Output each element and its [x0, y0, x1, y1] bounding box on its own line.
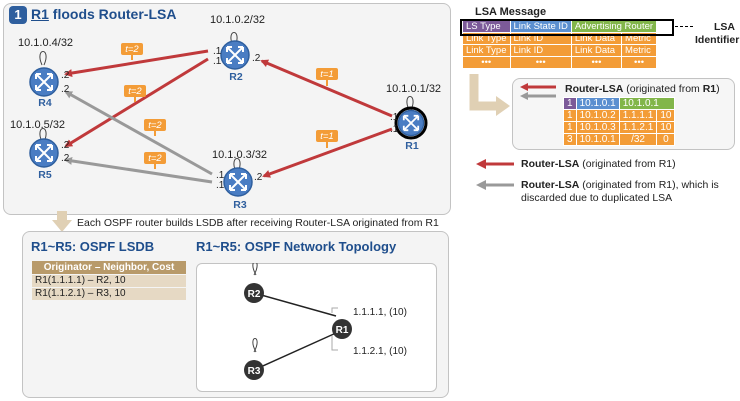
arrow-r3-r5 — [64, 156, 213, 184]
lsa-link-row: ••• ••• ••• ••• — [462, 56, 658, 69]
timer-tags — [121, 43, 338, 169]
topo-node-r2 — [244, 283, 264, 303]
lsa-identifier-label: LSA Identifier — [695, 21, 740, 46]
router-icon-r5 — [29, 138, 59, 168]
lsdb-table: Originator – Neighbor, Cost R1(1.1.1.1) … — [32, 261, 186, 300]
topo-label-r1: R1 — [336, 325, 349, 336]
port-r4-b: .2 — [61, 84, 70, 95]
title-text: floods Router-LSA — [52, 6, 177, 22]
title-router: R1 — [31, 6, 49, 22]
lsa-header-adv-router: Advertising Router — [570, 20, 658, 33]
legend-gray-arrow — [476, 180, 514, 190]
lsdb-row: R1(1.1.1.1) – R2, 10 — [32, 275, 186, 287]
addr-r5: 10.1.0.5/32 — [10, 119, 65, 131]
router-icon-r3 — [223, 167, 253, 197]
port-r3-a: .1 — [216, 170, 225, 181]
name-r3: R3 — [233, 199, 247, 211]
topo-link-2: 1.1.2.1, (10) — [353, 346, 407, 357]
flow-arrow-down — [52, 211, 72, 232]
lsa-header-row: LS Type Link State ID Advertising Router — [462, 20, 658, 33]
port-r2-c: .2 — [252, 53, 261, 64]
flooding-diagram: t=2 t=2 t=2 t=2 t=1 t=1 10.1.0.2/32 10.1… — [10, 14, 441, 211]
arrow-r2-r5 — [64, 57, 209, 148]
port-r2-a: .1 — [213, 46, 222, 57]
addr-r2: 10.1.0.2/32 — [210, 14, 265, 26]
timer-r1-r2: t=1 — [320, 69, 333, 80]
topology-box — [196, 263, 437, 392]
router-lsa-box-arrows — [520, 83, 556, 100]
port-r5-b: .2 — [61, 153, 70, 164]
lsdb-row: R1(1.1.2.1) – R3, 10 — [32, 288, 186, 300]
lsdb-title: R1~R5: OSPF LSDB — [31, 239, 155, 254]
addr-r4: 10.1.0.4/32 — [18, 37, 73, 49]
lsdb-header: Originator – Neighbor, Cost — [32, 261, 186, 274]
name-r4: R4 — [38, 97, 52, 109]
lsa-message-title: LSA Message — [475, 6, 547, 18]
router-lsa-row: 1 10.1.0.2 1.1.1.1 10 — [563, 109, 676, 122]
topo-node-r1 — [332, 319, 352, 339]
port-r1-b: .1 — [390, 124, 399, 135]
topo-label-r3: R3 — [248, 366, 261, 377]
router-lsa-row: 1 10.1.0.3 1.1.2.1 10 — [563, 121, 676, 134]
legend-red-text: Router-LSA (originated from R1) — [521, 158, 676, 170]
router-lsa-row: 3 10.1.0.1 /32 0 — [563, 133, 676, 146]
arrow-r1-r2 — [260, 59, 393, 118]
caption: Each OSPF router builds LSDB after recei… — [77, 217, 439, 229]
lsa-link-row: Link Type Link ID Link Data Metric — [462, 44, 658, 57]
step-badge: 1 — [9, 6, 27, 24]
router-lsa-header-row: 1 10.1.0.1 10.1.0.1 — [563, 97, 676, 110]
addr-r1: 10.1.0.1/32 — [386, 83, 441, 95]
lsa-message-table: LS Type Link State ID Advertising Router… — [462, 20, 658, 69]
timer-r3-r5: t=2 — [148, 153, 162, 164]
legend-red-arrow — [476, 159, 514, 169]
port-r4-a: .2 — [61, 70, 70, 81]
port-r5-a: .2 — [61, 140, 70, 151]
flow-arrow-right — [469, 74, 510, 116]
timer-r2-r5: t=2 — [128, 86, 142, 97]
arrow-r2-r4 — [64, 49, 209, 77]
port-r3-b: .1 — [216, 180, 225, 191]
arrow-r3-r4 — [64, 90, 213, 176]
topology-title: R1~R5: OSPF Network Topology — [196, 239, 397, 254]
router-lsa-table: 1 10.1.0.1 10.1.0.1 1 10.1.0.2 1.1.1.1 1… — [563, 97, 676, 146]
name-r1: R1 — [405, 140, 419, 152]
arrow-r1-r3 — [262, 127, 393, 178]
topo-link-1: 1.1.1.1, (10) — [353, 307, 407, 318]
addr-r3: 10.1.0.3/32 — [212, 149, 267, 161]
topo-label-r2: R2 — [248, 289, 261, 300]
lsa-header-ls-type: LS Type — [462, 20, 511, 33]
legend-gray-text: Router-LSA (originated from R1), which i… — [521, 179, 719, 204]
name-r5: R5 — [38, 169, 52, 181]
router-icon-r4 — [29, 67, 59, 97]
topology-diagram: R2 R3 R1 1.1.1.1, (10) 1.1.2.1, (10) — [244, 263, 407, 380]
r5-loopback — [39, 128, 47, 143]
lsa-identifier-outline — [460, 19, 674, 36]
r4-loopback — [39, 51, 47, 66]
router-icon-r2 — [220, 40, 250, 70]
port-r3-c: .2 — [254, 172, 263, 183]
timer-r3-r4: t=2 — [148, 120, 162, 131]
timer-r1-r3: t=1 — [320, 131, 333, 142]
r1-loopback — [406, 96, 414, 111]
router-lsa-box-title: Router-LSA (originated from R1) — [565, 83, 720, 95]
name-r2: R2 — [229, 71, 243, 83]
lsa-identifier-pointer — [675, 26, 693, 27]
timer-r2-r4: t=2 — [125, 44, 139, 55]
topo-node-r3 — [244, 360, 264, 380]
router-icon-r1 — [394, 106, 428, 140]
port-r2-b: .1 — [213, 56, 222, 67]
port-r1-a: .1 — [390, 112, 399, 123]
